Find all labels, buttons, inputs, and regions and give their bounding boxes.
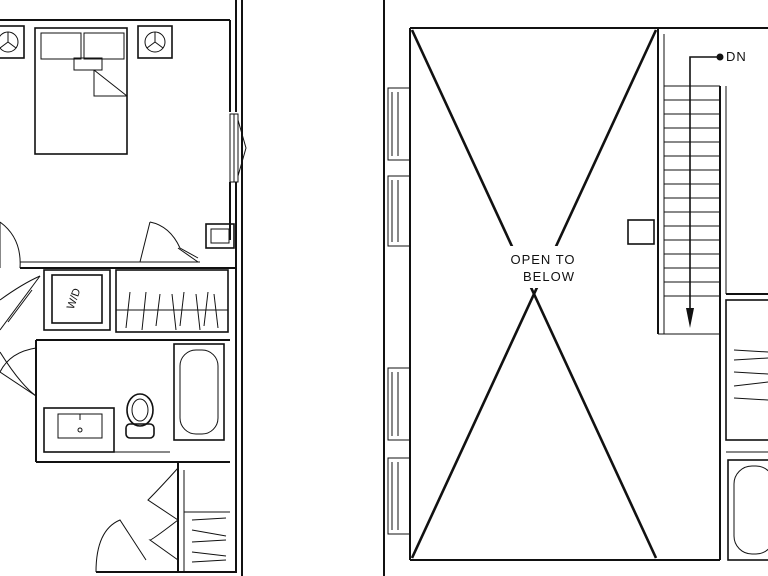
stair-direction-arrow: [686, 53, 724, 328]
left-exterior-wall: [96, 0, 243, 576]
vanity-sink: [43, 407, 170, 453]
washer-dryer-label: W/D: [65, 287, 84, 311]
open-to-below-label-line1: OPEN TO: [510, 252, 575, 267]
open-to-below: OPEN TO BELOW: [410, 29, 658, 559]
nightstand-right: [137, 25, 173, 59]
window-4: [387, 457, 411, 535]
open-to-below-label-line2: BELOW: [523, 269, 575, 284]
toilet: [125, 393, 155, 439]
right-bathtub: [727, 459, 768, 561]
left-unit: W/D: [0, 0, 247, 576]
nightstand-left: [0, 25, 25, 59]
laundry-closet: W/D: [0, 269, 111, 331]
bedroom-doors: [0, 221, 199, 269]
column-chase: [205, 223, 235, 249]
stair-dn-label: DN: [726, 49, 747, 64]
closet-hangers-upper: [115, 269, 229, 333]
window-2: [387, 175, 411, 247]
bathroom: [0, 339, 230, 463]
column-right: [627, 219, 655, 245]
window-1: [387, 87, 411, 161]
bathtub: [173, 343, 225, 441]
lower-closet: [95, 462, 230, 573]
bed: [34, 27, 128, 155]
right-unit: OPEN TO BELOW: [383, 0, 768, 576]
bedroom-window: [229, 113, 247, 183]
window-3: [387, 367, 411, 441]
stair: [657, 28, 727, 560]
right-closet: [725, 293, 768, 453]
